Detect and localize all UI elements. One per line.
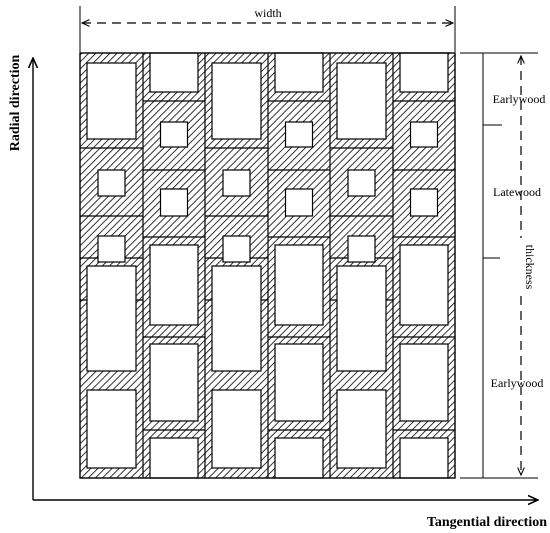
- earlywood-cell-lumen: [86, 389, 137, 469]
- thickness-dimension: thickness: [460, 52, 538, 479]
- earlywood-cell-lumen: [399, 437, 449, 479]
- zone-brackets: [482, 53, 502, 478]
- earlywood-cell-lumen: [149, 244, 199, 326]
- zone-label-earlywood-bottom: Earlywood: [491, 376, 544, 390]
- latewood-cell-lumen: [97, 235, 126, 263]
- axes: [33, 58, 538, 500]
- tissue-outline: [79, 52, 456, 479]
- latewood-cell-lumen: [97, 169, 126, 197]
- earlywood-cell-lumen: [274, 343, 324, 422]
- zone-label-latewood: Latewood: [493, 185, 541, 199]
- earlywood-cell-lumen: [274, 437, 324, 479]
- radial-direction-label: Radial direction: [8, 54, 23, 151]
- width-dimension: width: [79, 6, 456, 52]
- latewood-cell-lumen: [284, 188, 314, 217]
- width-label-background: [250, 6, 286, 20]
- earlywood-cell-lumen: [86, 62, 137, 140]
- earlywood-cell-lumen: [399, 343, 449, 422]
- latewood-cell-lumen: [347, 169, 376, 197]
- width-label: width: [254, 6, 281, 20]
- earlywood-cell-lumen: [274, 244, 324, 326]
- earlywood-cell-lumen: [149, 343, 199, 422]
- cell-grid: [79, 52, 456, 479]
- earlywood-cell-lumen: [274, 52, 324, 93]
- tangential-direction-label: Tangential direction: [427, 515, 547, 530]
- earlywood-cell-lumen: [336, 389, 387, 469]
- latewood-cell-lumen: [409, 188, 439, 217]
- earlywood-cell-lumen: [149, 437, 199, 479]
- latewood-cell-lumen: [159, 188, 189, 217]
- latewood-cell-lumen: [284, 121, 314, 148]
- earlywood-cell-lumen: [336, 62, 387, 140]
- earlywood-cell-lumen: [211, 265, 262, 372]
- thickness-label-background: [514, 238, 530, 296]
- zone-label-earlywood-top: Earlywood: [493, 92, 546, 106]
- earlywood-cell-lumen: [399, 244, 449, 326]
- latewood-cell-lumen: [222, 235, 251, 263]
- earlywood-cell-lumen: [86, 265, 137, 372]
- earlywood-cell-lumen: [399, 52, 449, 93]
- earlywood-cell-lumen: [211, 62, 262, 140]
- latewood-cell-lumen: [347, 235, 376, 263]
- latewood-cell-lumen: [159, 121, 189, 148]
- earlywood-cell-lumen: [211, 389, 262, 469]
- latewood-cell-lumen: [222, 169, 251, 197]
- latewood-cell-lumen: [409, 121, 439, 148]
- thickness-label: thickness: [523, 245, 537, 290]
- earlywood-cell-lumen: [336, 265, 387, 372]
- earlywood-cell-lumen: [149, 52, 199, 93]
